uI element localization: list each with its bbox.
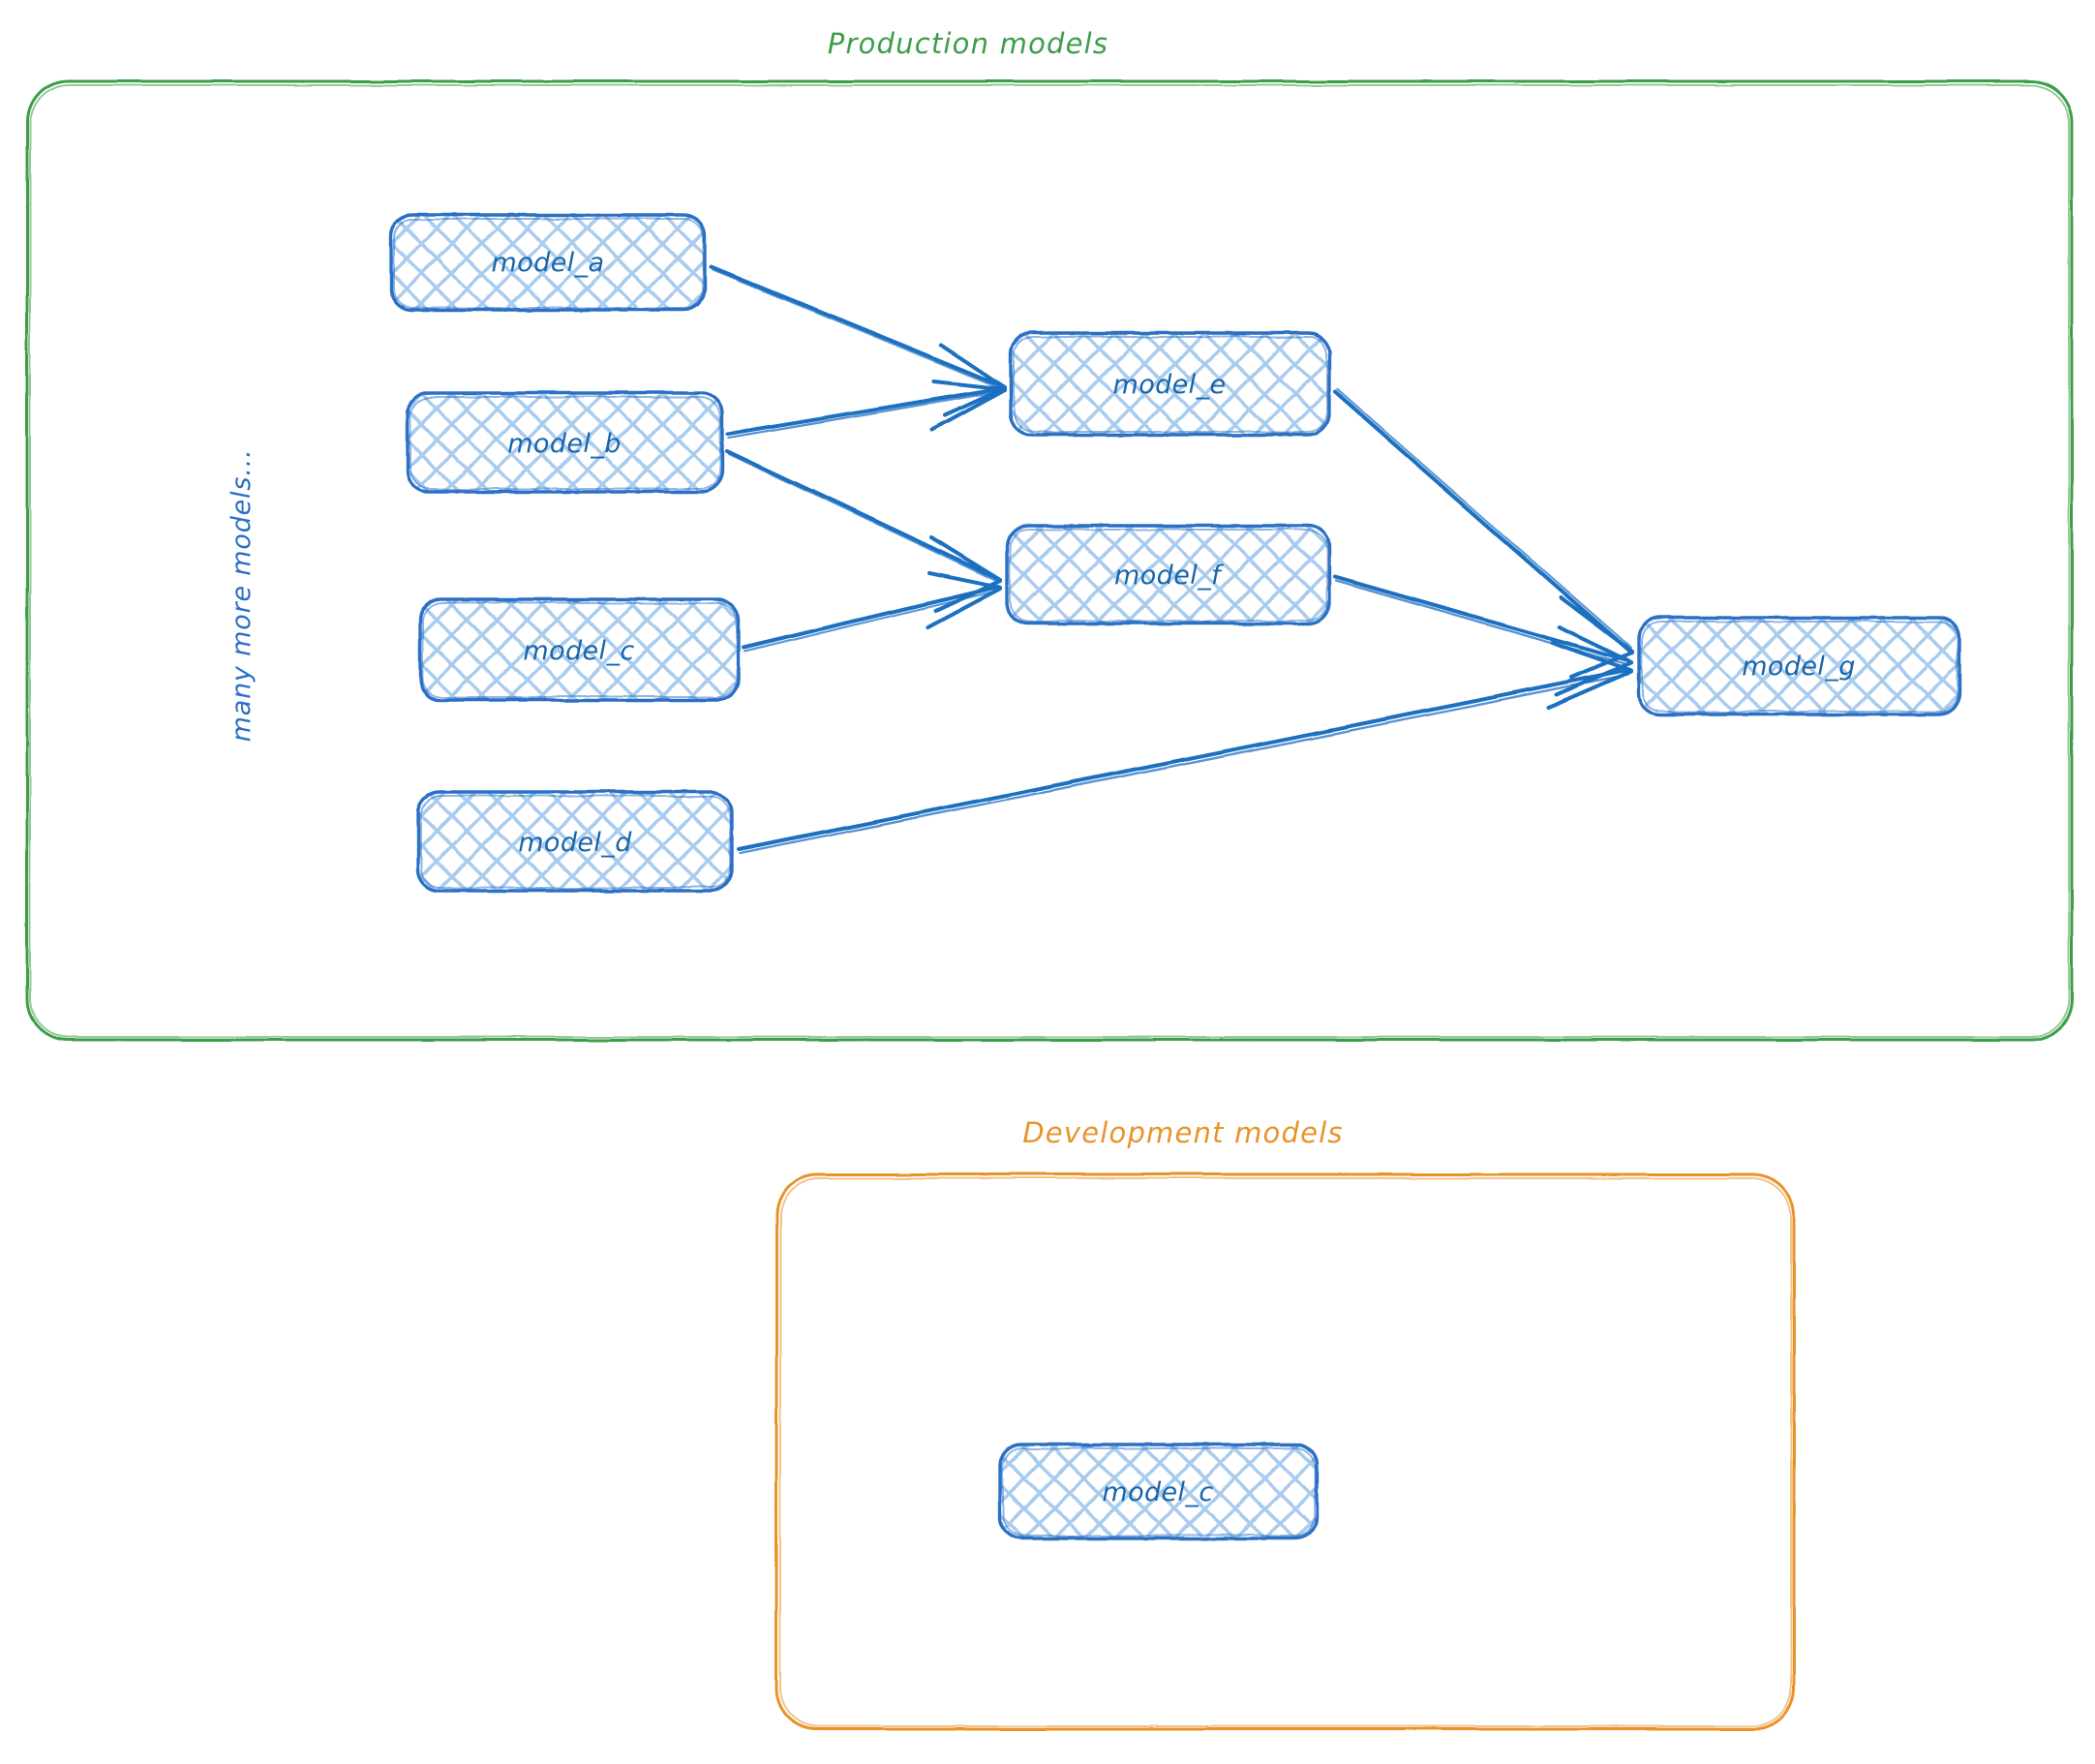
edge-model_a-to-model_e <box>710 265 1007 417</box>
node-model_f-label: model_f <box>1114 561 1224 591</box>
edge-model_b-to-model_f <box>725 449 1002 613</box>
node-model_e-box[interactable] <box>1009 331 1331 437</box>
production-group-box <box>25 79 2074 1042</box>
node-model_c-box-sketch <box>422 602 738 698</box>
node-model_c-dev-box[interactable] <box>998 1443 1319 1540</box>
node-model_c-dev-box-sketch <box>1002 1447 1316 1536</box>
edge-model_d-to-model_g <box>737 641 1633 855</box>
node-model_b-box[interactable] <box>406 391 724 494</box>
node-model_a-box-sketch <box>393 218 704 309</box>
edge-model_b-to-model_e <box>725 380 1007 440</box>
node-model_b-label: model_b <box>507 429 622 459</box>
node-model_g[interactable]: model_g <box>1637 616 1961 716</box>
node-model_f-box[interactable] <box>1005 524 1331 625</box>
node-model_b-box-sketch <box>410 396 721 490</box>
node-model_d-box[interactable] <box>416 790 734 893</box>
development-group-box <box>774 1172 1796 1731</box>
edges-layer <box>710 265 1634 855</box>
development-group-box-sketch <box>779 1177 1792 1727</box>
node-model_a[interactable]: model_a <box>389 213 707 312</box>
edge-model_e-to-model_g <box>1333 387 1634 680</box>
node-model_g-box-sketch <box>1641 621 1958 713</box>
node-model_c-dev-label: model_c <box>1102 1477 1213 1507</box>
development-group-title: Development models <box>1022 1116 1343 1149</box>
node-model_f-box-sketch <box>1009 529 1328 622</box>
node-model_a-label: model_a <box>492 248 605 278</box>
production-group-title: Production models <box>828 27 1108 60</box>
production-group-box-sketch <box>29 84 2070 1038</box>
many-more-models-note: many more models... <box>227 449 257 743</box>
node-model_e[interactable]: model_e <box>1009 331 1331 437</box>
node-model_d-label: model_d <box>518 828 632 858</box>
node-model_a-box[interactable] <box>389 213 707 312</box>
edge-model_c-to-model_f <box>742 571 1002 654</box>
node-model_e-box-sketch <box>1013 336 1328 433</box>
node-model_g-box[interactable] <box>1637 616 1961 716</box>
node-model_d-box-sketch <box>420 795 731 889</box>
node-model_f[interactable]: model_f <box>1005 524 1331 625</box>
node-model_c-dev[interactable]: model_c <box>998 1443 1319 1540</box>
node-model_e-label: model_e <box>1113 370 1227 400</box>
node-model_d[interactable]: model_d <box>416 790 734 893</box>
node-model_g-label: model_g <box>1742 652 1856 682</box>
many-more-models-label: many more models... <box>227 449 257 743</box>
node-model_c[interactable]: model_c <box>418 597 741 702</box>
group-container-production: Production models <box>25 27 2074 1042</box>
node-model_c-label: model_c <box>523 636 634 666</box>
group-container-development: Development models <box>774 1116 1796 1731</box>
node-model_b[interactable]: model_b <box>406 391 724 494</box>
node-model_c-box[interactable] <box>418 597 741 702</box>
